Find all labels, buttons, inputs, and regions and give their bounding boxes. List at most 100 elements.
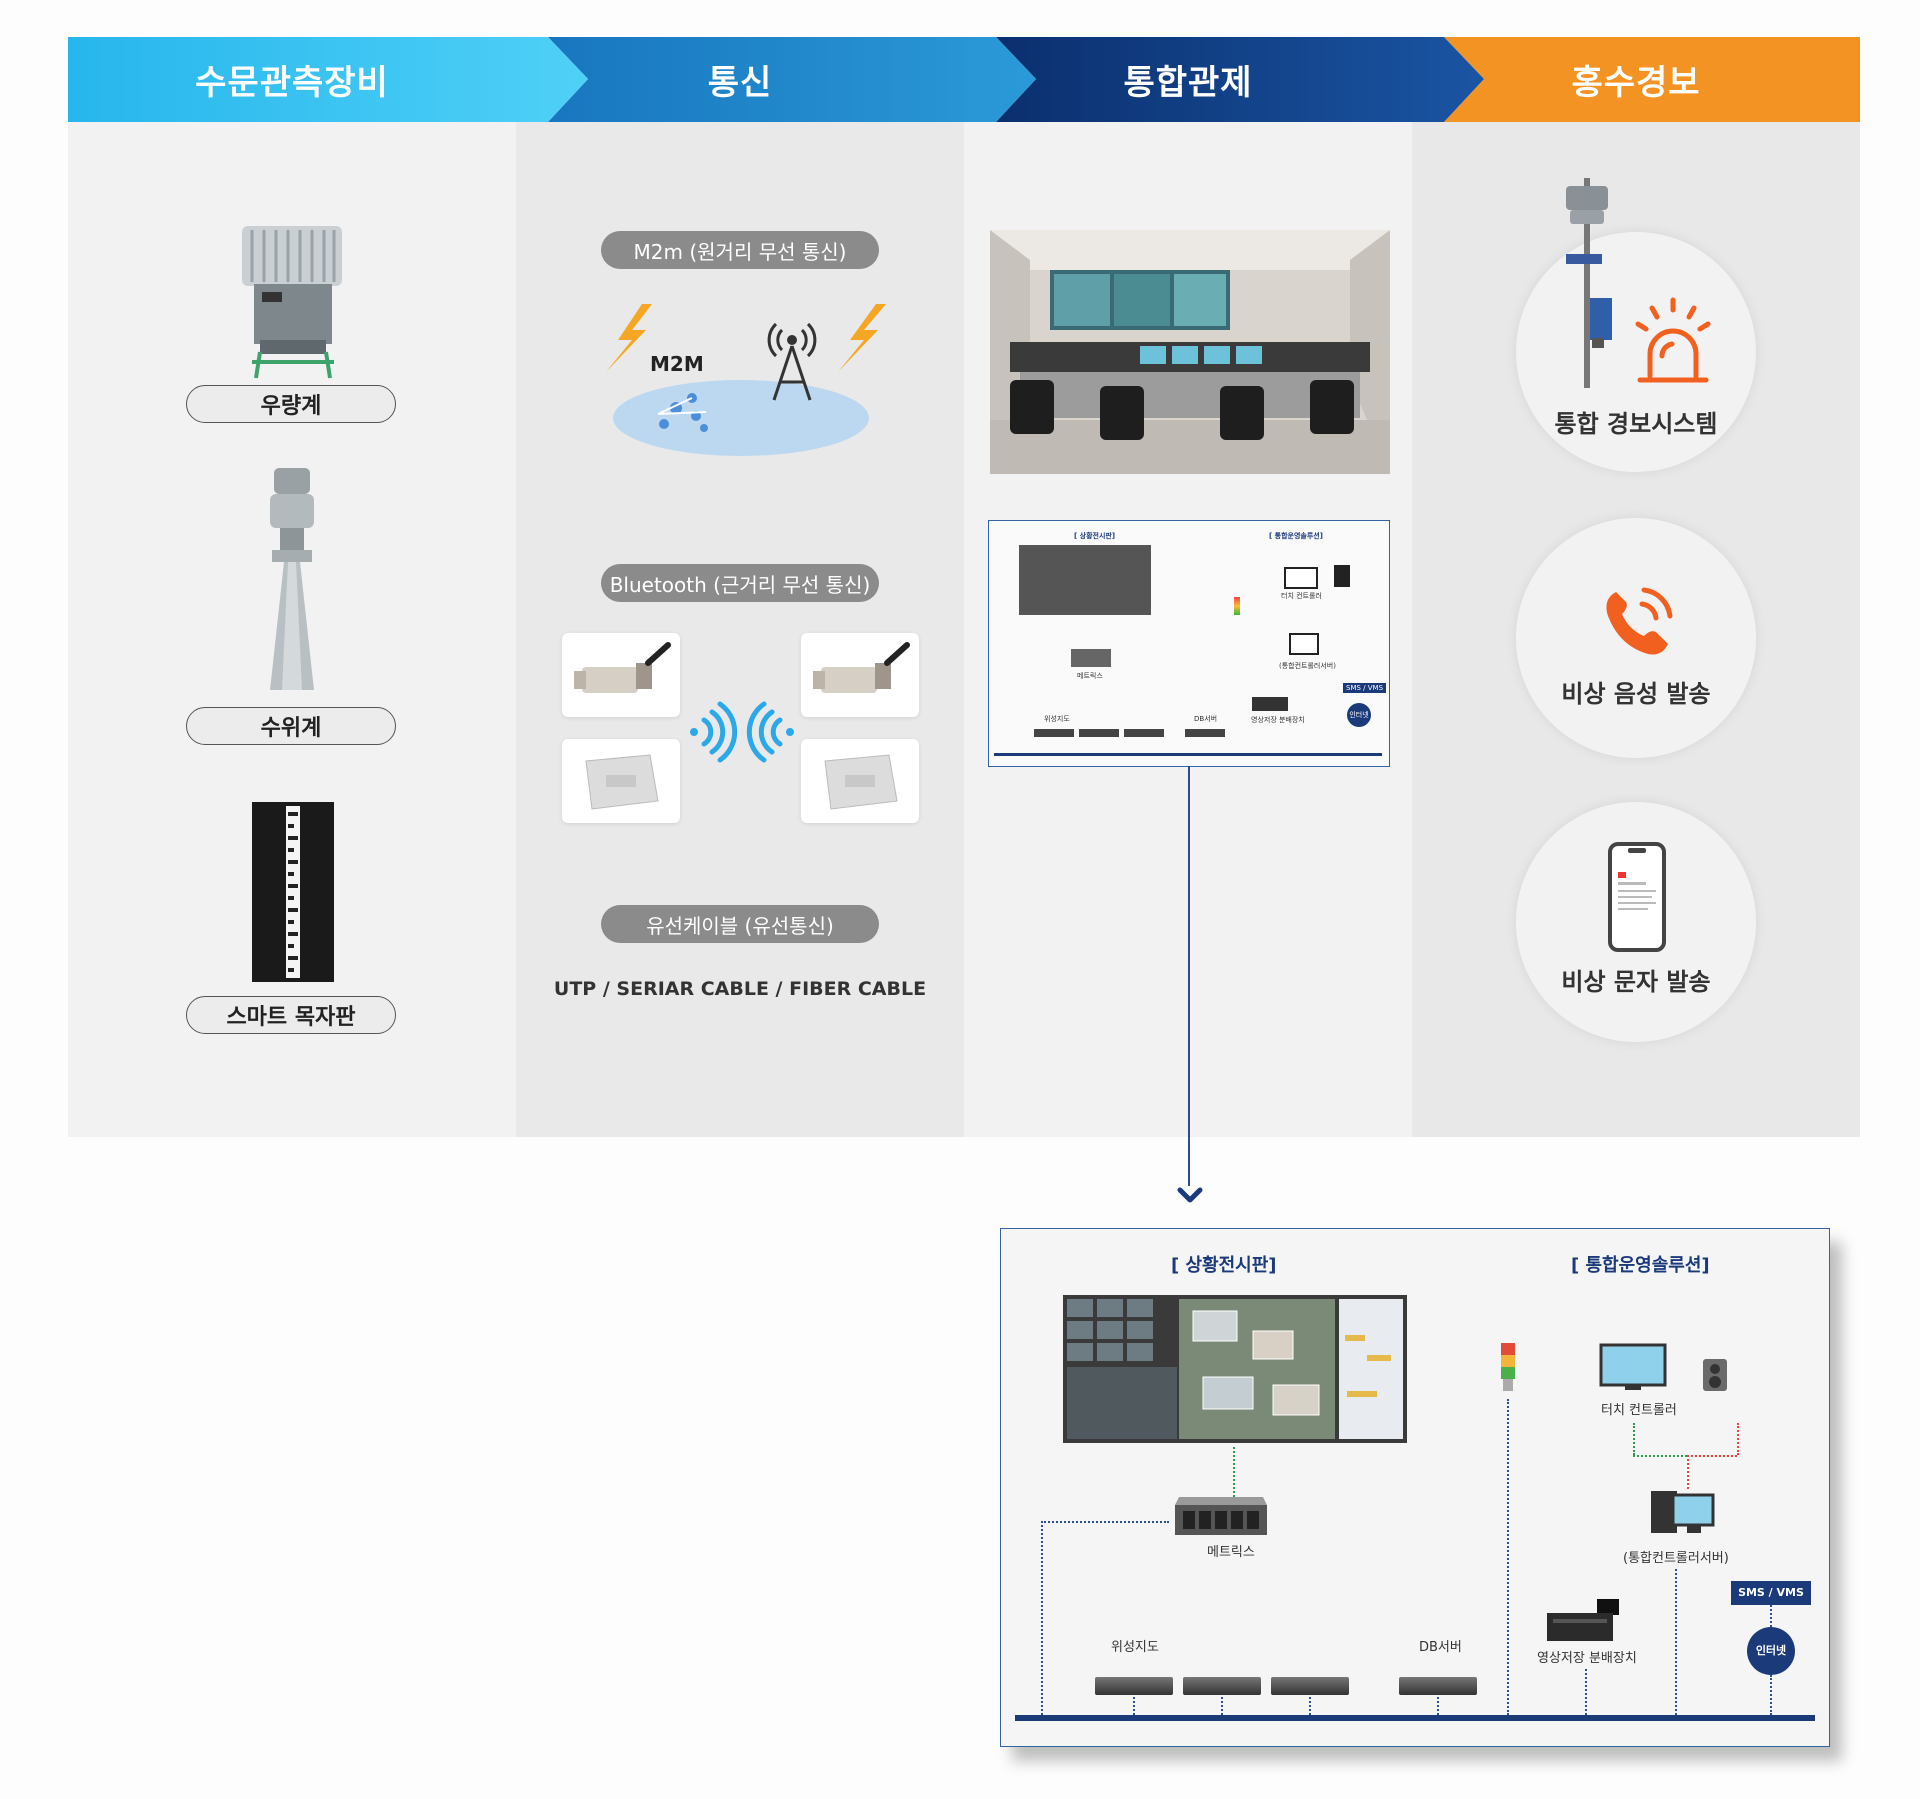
connector-red-h: [1687, 1455, 1737, 1457]
connector-db-server: [1437, 1697, 1439, 1715]
connector-matrix-left: [1041, 1521, 1169, 1523]
mini-sms-vms-badge: SMS / VMS: [1343, 683, 1387, 693]
db-server: [1399, 1677, 1477, 1695]
column-bg-communication: [516, 122, 964, 1137]
network-bus-line: [1015, 1715, 1815, 1721]
header-chevron-bar: [68, 37, 1860, 122]
satellite-server-2: [1183, 1677, 1261, 1695]
wifi-signal-icon: [690, 701, 794, 763]
text-broadcast-label: 비상 문자 발송: [1561, 968, 1711, 996]
integrated-warning-circle: [1516, 232, 1756, 472]
connector-green-h: [1633, 1455, 1687, 1457]
mini-video-storage-box: [1252, 697, 1288, 711]
connector-server-1: [1133, 1697, 1135, 1715]
smart-staff-gauge-label: 스마트 목자판: [186, 996, 396, 1034]
touch-monitor-icon: [1599, 1343, 1667, 1390]
mini-network-bus: [994, 753, 1382, 756]
wireless-module-icon: [585, 754, 659, 810]
mini-matrix-label: 메트릭스: [1077, 672, 1103, 680]
satellite-map-label: 위성지도: [1111, 1640, 1159, 1655]
mini-db-label: DB서버: [1194, 715, 1218, 723]
integrated-warning-label: 통합 경보시스템: [1554, 410, 1718, 438]
mini-controller-server-label: (통합컨트롤러서버): [1279, 662, 1336, 670]
header-stage-observation: 수문관측장비: [195, 63, 389, 103]
mini-internet-badge: 인터넷: [1347, 703, 1371, 727]
bluetooth-device-card-3: [801, 633, 919, 717]
smart-staff-gauge-image: [252, 802, 334, 982]
water-level-gauge-image: [270, 468, 314, 690]
m2m-illustration: [606, 304, 886, 456]
connector-sms-internet: [1770, 1605, 1772, 1627]
smartphone-icon: [1608, 842, 1666, 952]
mini-touch-controller-label: 터치 컨트롤러: [1281, 592, 1322, 600]
mini-satellite-label: 위성지도: [1044, 715, 1070, 723]
mini-speaker-icon: [1334, 565, 1350, 587]
matrix-switcher-icon: [1175, 1497, 1267, 1535]
mini-monitor-icon: [1284, 567, 1318, 589]
display-board-title: [ 상황전시판]: [1171, 1255, 1277, 1276]
siren-icon: [1635, 297, 1711, 383]
mini-video-wall: [1019, 545, 1151, 615]
wired-types-text: UTP / SERIAR CABLE / FIBER CABLE: [553, 978, 927, 1000]
connector-signal-tower: [1507, 1399, 1509, 1715]
control-room-photo: [990, 230, 1390, 474]
satellite-server-3: [1271, 1677, 1349, 1695]
rain-gauge-image: [242, 226, 342, 379]
connector-red-up: [1737, 1423, 1739, 1455]
mini-signal-tower-icon: [1234, 597, 1240, 615]
chevron-down-icon: [1177, 1187, 1203, 1203]
connector-controller-down: [1675, 1569, 1677, 1715]
mini-system-diagram: [ 상황전시판] [ 통합운영솔루션] 메트릭스 터치 컨트롤러 (통합컨트롤러…: [988, 520, 1390, 767]
serial-adapter-icon: [574, 642, 671, 693]
db-server-label: DB서버: [1419, 1640, 1462, 1655]
bluetooth-label: Bluetooth (근거리 무선 통신): [601, 564, 879, 602]
mini-server-3: [1124, 729, 1164, 737]
mini-display-board-title: [ 상황전시판]: [1074, 532, 1116, 540]
satellite-server-1: [1095, 1677, 1173, 1695]
phone-ringing-icon: [1606, 587, 1673, 655]
bluetooth-device-card-2: [562, 739, 680, 823]
mini-matrix-box: [1071, 649, 1111, 667]
sms-vms-badge: SMS / VMS: [1731, 1581, 1811, 1605]
wireless-module-icon: [824, 754, 898, 810]
header-stage-warning: 홍수경보: [1571, 63, 1701, 103]
video-wall-display: [1063, 1295, 1407, 1443]
m2m-label: M2m (원거리 무선 통신): [601, 231, 879, 269]
matrix-label: 메트릭스: [1207, 1545, 1255, 1560]
connector-to-server: [1687, 1455, 1689, 1489]
bluetooth-device-card-4: [801, 739, 919, 823]
pc-server-icon: [1651, 1491, 1715, 1533]
voice-broadcast-label: 비상 음성 발송: [1561, 680, 1711, 708]
header-stage-control: 통합관제: [1123, 63, 1253, 103]
system-diagram: [ 상황전시판] [ 통합운영솔루션] 메트릭스 위성지도 DB서버: [1000, 1228, 1830, 1747]
zoom-connector-line: [1188, 766, 1190, 1186]
internet-badge: 인터넷: [1747, 1627, 1795, 1675]
mini-server-2: [1079, 729, 1119, 737]
water-level-gauge-label: 수위계: [186, 707, 396, 745]
mini-server-1: [1034, 729, 1074, 737]
mini-server-db: [1185, 729, 1225, 737]
bluetooth-device-card-1: [562, 633, 680, 717]
serial-adapter-icon: [813, 642, 910, 693]
mini-solution-title: [ 통합운영솔루션]: [1269, 532, 1323, 540]
connector-server-2: [1221, 1697, 1223, 1715]
connector-touch-up: [1633, 1423, 1635, 1455]
mini-pc-icon: [1289, 633, 1319, 655]
warning-pole-icon: [1566, 178, 1612, 388]
mini-video-storage-label: 영상저장 분배장치: [1251, 716, 1305, 724]
connector-internet: [1770, 1675, 1772, 1715]
header-stage-communication: 통신: [707, 63, 773, 103]
video-storage-device-icon: [1547, 1599, 1619, 1641]
video-storage-label: 영상저장 분배장치: [1537, 1651, 1637, 1666]
speaker-icon: [1703, 1359, 1727, 1391]
rain-gauge-label: 우량계: [186, 385, 396, 423]
connector-left-down: [1041, 1521, 1043, 1715]
touch-controller-label: 터치 컨트롤러: [1601, 1403, 1677, 1418]
connector-wall-matrix: [1233, 1447, 1235, 1497]
solution-title: [ 통합운영솔루션]: [1571, 1255, 1710, 1276]
m2m-text: M2M: [650, 352, 704, 376]
wired-label: 유선케이블 (유선통신): [601, 905, 879, 943]
controller-server-label: (통합컨트롤러서버): [1623, 1551, 1729, 1566]
signal-tower-light-icon: [1501, 1343, 1515, 1391]
connector-video-storage: [1585, 1669, 1587, 1715]
